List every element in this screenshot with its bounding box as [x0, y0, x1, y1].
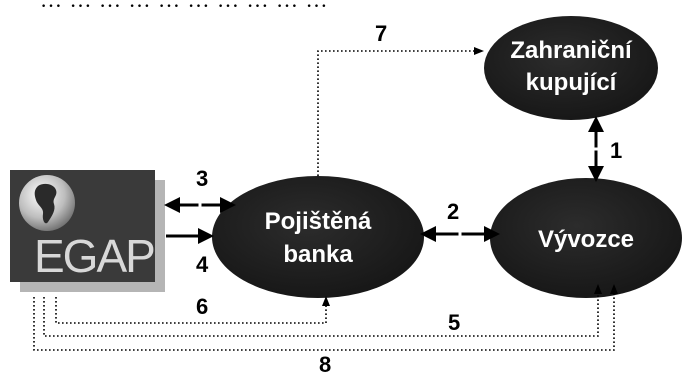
edge-3-label: 3	[196, 166, 208, 191]
node-zahranicni-kupujici: Zahraniční kupující	[484, 16, 658, 120]
vyvozce-label: Vývozce	[538, 226, 634, 253]
node-vyvozce: Vývozce	[490, 178, 682, 298]
vyvozce-ellipse	[490, 178, 682, 298]
zahranicni-label-line1: Zahraniční	[510, 37, 633, 64]
edge-1-arrowhead-up	[588, 116, 604, 132]
edge-1-arrowhead-down	[588, 166, 604, 182]
edge-1-label: 1	[610, 138, 622, 163]
edge-2-arrowhead-left	[420, 226, 436, 242]
banka-label-line1: Pojištěná	[265, 208, 372, 235]
edge-6: 6	[55, 294, 330, 324]
egap-logo-text: EGAP	[34, 230, 154, 282]
edge-3-arrowhead-right	[220, 197, 236, 213]
edge-4: 4	[166, 228, 214, 277]
cropped-text: … … … … … … … … … …	[40, 0, 329, 12]
edge-5-label: 5	[448, 310, 460, 335]
edge-5: 5	[43, 284, 602, 337]
edge-7-label: 7	[375, 21, 387, 46]
edge-6-line	[55, 297, 327, 324]
edge-3-arrowhead-left	[164, 197, 180, 213]
edge-7-line	[317, 50, 474, 176]
edge-2: 2	[420, 199, 500, 242]
edge-4-label: 4	[196, 252, 209, 277]
edge-8-label: 8	[319, 352, 331, 374]
edge-8: 8	[33, 284, 618, 374]
edge-8-line	[33, 292, 615, 351]
edge-3: 3	[164, 166, 236, 213]
edge-8-arrowhead	[610, 284, 618, 294]
edge-6-label: 6	[196, 294, 208, 319]
edge-1: 1	[588, 116, 622, 182]
edge-2-label: 2	[447, 199, 459, 224]
edge-7-arrowhead	[474, 47, 484, 55]
edge-2-arrowhead-right	[484, 226, 500, 242]
edge-5-arrowhead	[594, 284, 602, 294]
edge-7: 7	[317, 21, 484, 176]
zahranicni-ellipse	[484, 16, 658, 120]
zahranicni-label-line2: kupující	[526, 69, 618, 96]
edge-5-line	[43, 292, 599, 337]
banka-ellipse	[212, 176, 424, 298]
globe-icon	[19, 175, 75, 231]
banka-label-line2: banka	[283, 241, 353, 268]
node-pojistena-banka: Pojištěná banka	[212, 176, 424, 298]
edge-4-arrowhead	[198, 228, 214, 244]
egap-node: EGAP	[10, 170, 165, 292]
cropped-text-fragment: … … … … … … … … … …	[0, 0, 692, 12]
edge-6-arrowhead	[322, 296, 330, 306]
